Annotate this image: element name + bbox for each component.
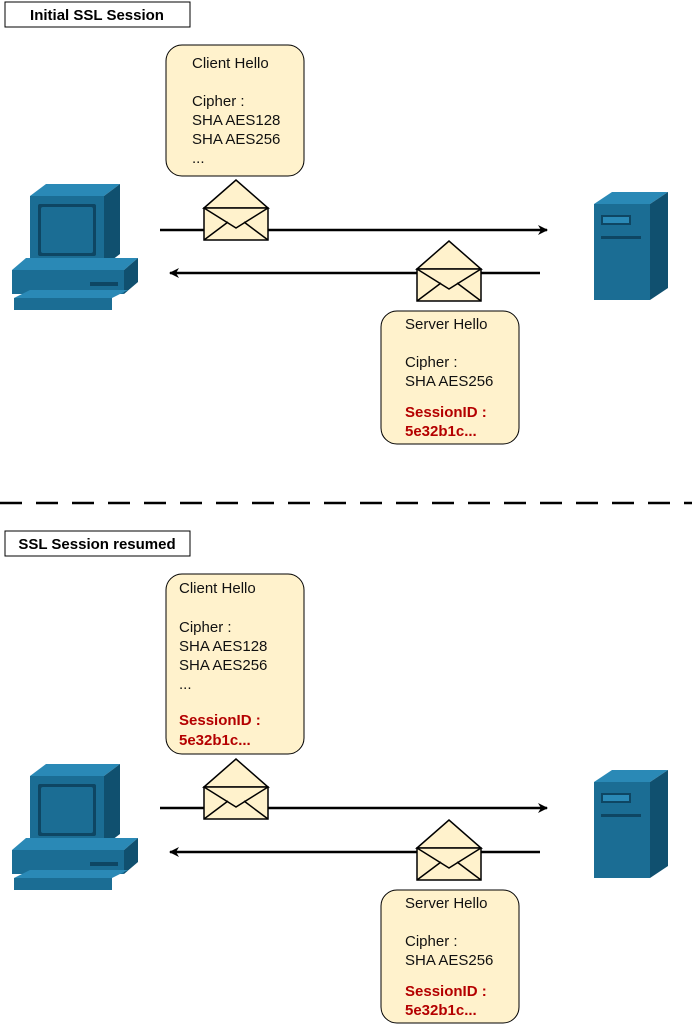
initial-session-label-box [4,1,191,28]
resumed-session-section: SSL Session resumed Client Hello Cipher … [4,530,668,1024]
server-tower-icon [594,192,668,300]
envelope-icon [416,819,482,881]
server-hello-cipher-1: SHA AES256 [405,952,493,969]
client-hello-cipher-1: SHA AES128 [192,112,280,129]
initial-session-label: Initial SSL Session [30,7,164,24]
client-hello-title: Client Hello [192,55,269,72]
resumed-session-label: SSL Session resumed [18,536,175,553]
client-hello-cipher-label: Cipher : [179,619,232,636]
client-hello-cipher-1: SHA AES128 [179,638,267,655]
resumed-session-label-box [4,530,191,557]
desktop-computer-icon [12,764,138,890]
client-hello-cipher-ellipsis: ... [179,676,192,693]
server-hello-bubble [380,889,520,1024]
desktop-computer-icon [12,184,138,310]
server-hello-bubble [380,310,520,445]
server-hello-cipher-1: SHA AES256 [405,373,493,390]
server-hello-session-label: SessionID : [405,983,487,1000]
server-hello-cipher-label: Cipher : [405,354,458,371]
client-hello-session-label: SessionID : [179,712,261,729]
envelope-icon [203,179,269,241]
client-hello-cipher-2: SHA AES256 [192,131,280,148]
server-hello-title: Server Hello [405,316,488,333]
client-hello-cipher-label: Cipher : [192,93,245,110]
client-hello-bubble [165,44,305,177]
server-hello-session-label: SessionID : [405,404,487,421]
client-hello-cipher-2: SHA AES256 [179,657,267,674]
server-tower-icon [594,770,668,878]
server-hello-title: Server Hello [405,895,488,912]
server-hello-cipher-label: Cipher : [405,933,458,950]
client-hello-cipher-ellipsis: ... [192,150,205,167]
envelope-icon [416,240,482,302]
client-hello-bubble [165,573,305,755]
server-hello-session-value: 5e32b1c... [405,423,477,440]
server-hello-session-value: 5e32b1c... [405,1002,477,1019]
envelope-icon [203,758,269,820]
client-hello-session-value: 5e32b1c... [179,732,251,749]
initial-session-section: Initial SSL Session Client Hello Cipher … [4,1,668,445]
client-hello-title: Client Hello [179,580,256,597]
